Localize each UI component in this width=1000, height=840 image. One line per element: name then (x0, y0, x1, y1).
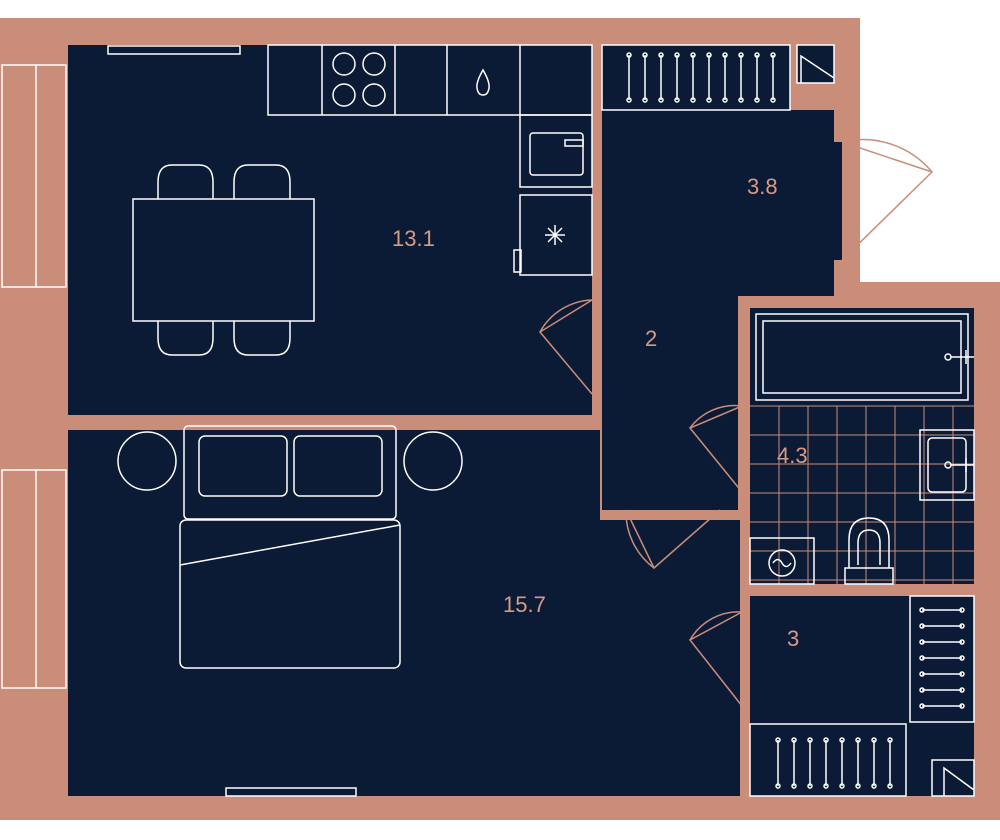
washbasin (919, 429, 975, 501)
hanger (823, 737, 829, 789)
area-label-bedroom: 15.7 (503, 592, 546, 617)
dining-table (132, 198, 315, 322)
area-label-entrance-closet: 3.8 (747, 174, 778, 199)
door-swing (538, 138, 934, 707)
hanger (754, 52, 760, 103)
hanger (642, 52, 648, 103)
hanger (706, 52, 712, 103)
area-label-hallway: 2 (645, 326, 657, 351)
hanger (919, 671, 965, 677)
hanger (919, 639, 965, 645)
bedroom-floor (68, 430, 600, 796)
hanger (770, 52, 776, 103)
hanger (887, 737, 893, 789)
area-label-storage: 3 (787, 626, 799, 651)
washing-machine (749, 537, 815, 585)
window (1, 45, 357, 797)
bathroom-tiles (750, 405, 974, 584)
stove-icon (332, 52, 386, 107)
hallway-floor-2 (602, 290, 738, 510)
hanger (690, 52, 696, 103)
oven-icon (529, 132, 584, 176)
toilet (844, 517, 894, 585)
hanger (626, 52, 632, 103)
nightstand (117, 431, 463, 491)
sink-icon (476, 68, 490, 96)
hanger (919, 607, 965, 613)
hangers (626, 52, 965, 789)
hanger (674, 52, 680, 103)
hallway-floor (602, 110, 834, 296)
hanger (919, 655, 965, 661)
kitchen-counter (267, 44, 593, 276)
bed (179, 425, 401, 669)
hanger (722, 52, 728, 103)
dining-chair (157, 164, 291, 356)
area-label-kitchen: 13.1 (392, 226, 435, 251)
hanger (775, 737, 781, 789)
wardrobe (909, 595, 975, 723)
floors (68, 45, 974, 796)
wardrobe (601, 44, 791, 111)
wardrobe (749, 723, 907, 797)
hanger (919, 703, 965, 709)
shaft (796, 44, 975, 797)
hanger (738, 52, 744, 103)
area-label-bathroom: 4.3 (777, 443, 808, 468)
hanger (807, 737, 813, 789)
hanger (791, 737, 797, 789)
kitchen-floor (68, 45, 592, 415)
fridge-icon (513, 225, 565, 273)
entry-opening (834, 142, 842, 260)
hanger (919, 623, 965, 629)
bathtub (755, 313, 974, 401)
hanger (658, 52, 664, 103)
hanger (871, 737, 877, 789)
bedroom-floor-ext (590, 520, 740, 796)
hanger (919, 687, 965, 693)
storage-floor (750, 596, 974, 796)
hanger (855, 737, 861, 789)
entrance-closet-floor (602, 45, 790, 110)
hanger (839, 737, 845, 789)
corner-niche (797, 45, 834, 83)
